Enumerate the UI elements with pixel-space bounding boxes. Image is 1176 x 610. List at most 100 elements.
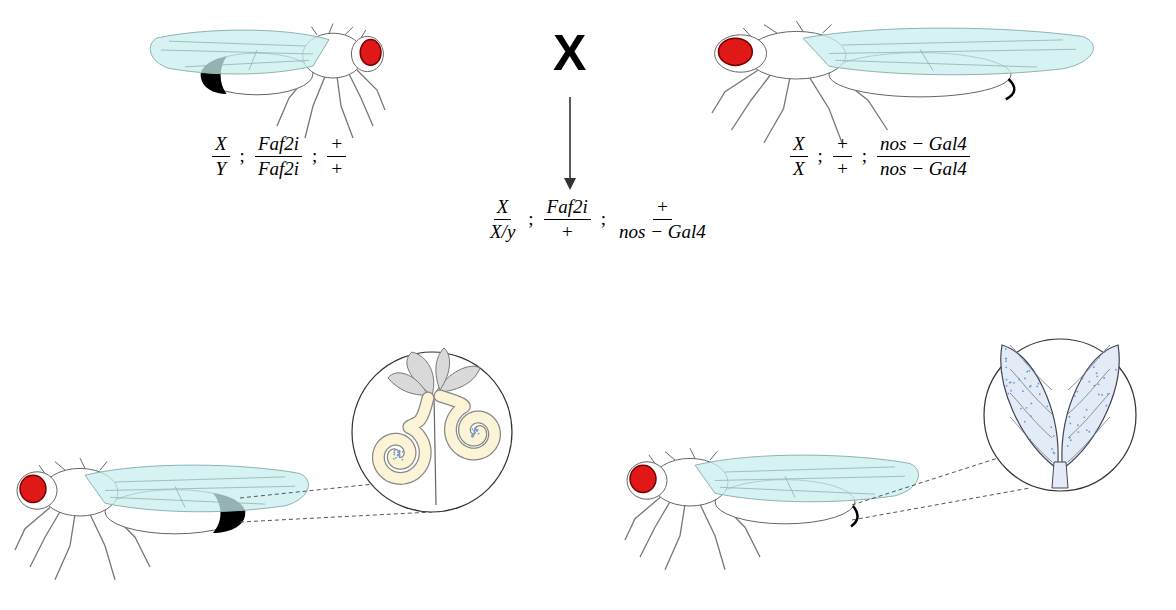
germ-cell xyxy=(1088,431,1090,433)
germ-cell xyxy=(1118,339,1120,341)
germ-cell xyxy=(1016,443,1018,445)
germ-cell xyxy=(1004,417,1006,419)
germ-cell xyxy=(1057,379,1059,381)
germ-cell xyxy=(1016,339,1018,341)
germ-cell xyxy=(999,390,1001,392)
germ-cell xyxy=(1064,375,1066,377)
fly-leg xyxy=(625,498,660,541)
germ-cell xyxy=(1070,439,1072,441)
genotype-fraction: ++ xyxy=(327,133,346,180)
germ-cell xyxy=(1056,393,1058,395)
germ-cell xyxy=(1055,409,1057,411)
germ-cell xyxy=(1054,359,1056,361)
ovariole-line xyxy=(1068,345,1110,390)
germ-cell xyxy=(1088,381,1090,383)
germ-cell xyxy=(1005,358,1007,360)
fly-eye xyxy=(20,475,46,502)
germ-cell xyxy=(1016,344,1018,346)
germ-cell xyxy=(1045,372,1047,374)
germ-cell xyxy=(1032,469,1034,471)
germ-cell xyxy=(1112,433,1114,435)
germ-cell xyxy=(1093,348,1095,350)
germ-cell xyxy=(1007,393,1009,395)
germ-cell xyxy=(1070,396,1072,398)
chromosome-allele: Faf2i xyxy=(255,133,302,157)
germ-cell xyxy=(1013,382,1015,384)
germ-cell xyxy=(1047,404,1049,406)
germ-cell xyxy=(1059,408,1061,410)
chromosome-allele: + xyxy=(833,133,852,157)
germ-cell xyxy=(1098,438,1100,440)
germ-cell xyxy=(1081,339,1083,341)
genotype-fraction: Faf2i+ xyxy=(544,196,591,243)
germ-cell xyxy=(1078,431,1080,433)
chromosome-allele: X xyxy=(212,133,230,157)
cross-arrow-line xyxy=(569,97,571,182)
fly-ovipositor xyxy=(1006,79,1015,99)
germ-cell xyxy=(1011,445,1013,447)
germ-cell xyxy=(1007,440,1009,442)
germ-cell xyxy=(1096,375,1098,377)
germ-cell xyxy=(1013,361,1015,363)
germ-cell xyxy=(1053,451,1055,453)
germ-cell xyxy=(1050,430,1052,432)
germ-cell xyxy=(1092,459,1094,461)
fly xyxy=(150,24,385,138)
wing-vein xyxy=(715,476,905,480)
germ-cell xyxy=(1074,355,1076,357)
germ-cell xyxy=(1022,358,1024,360)
ovary-lobe xyxy=(1001,345,1058,468)
fly-leg xyxy=(337,76,353,138)
germ-cell xyxy=(1010,442,1012,444)
germ-cell xyxy=(1015,339,1017,341)
germ-cell xyxy=(1091,452,1093,454)
chromosome-allele: + xyxy=(558,220,577,243)
fly-bristle xyxy=(690,448,695,458)
wing-vein xyxy=(249,50,257,70)
genotype: XX;++;nos − Gal4nos − Gal4 xyxy=(790,133,970,180)
germ-cell xyxy=(1049,368,1051,370)
germ-cell xyxy=(1083,362,1085,364)
germ-cell xyxy=(1021,420,1023,422)
germ-cell xyxy=(1041,435,1043,437)
germ-cell xyxy=(1005,357,1007,359)
chromosome-allele: Faf2i xyxy=(255,157,302,180)
germ-cell xyxy=(1103,463,1105,465)
germ-cell xyxy=(1071,340,1073,342)
germ-cell xyxy=(393,458,395,460)
germ-cell xyxy=(1008,404,1010,406)
germ-cell xyxy=(1006,397,1008,399)
wing-vein xyxy=(169,41,305,46)
germ-cell xyxy=(1039,393,1041,395)
chromosome-allele: + xyxy=(653,196,672,220)
genotype-fraction: XX/y xyxy=(487,196,518,243)
germ-cell xyxy=(1109,433,1111,435)
genotype-fraction: +nos − Gal4 xyxy=(616,196,709,243)
germ-cell xyxy=(1038,460,1040,462)
wing-vein xyxy=(115,477,285,482)
germ-cell xyxy=(1067,445,1069,447)
fly-leg xyxy=(700,504,725,569)
germ-cell xyxy=(1010,379,1012,381)
germ-cell xyxy=(471,435,473,437)
germ-cell xyxy=(1046,374,1048,376)
germ-cell xyxy=(1036,386,1038,388)
germ-cell xyxy=(1110,413,1112,415)
germ-cell xyxy=(1096,429,1098,431)
germ-cell xyxy=(1005,360,1007,362)
fly-leg xyxy=(665,504,685,569)
genotype-fraction: XY xyxy=(212,133,230,180)
germ-cell xyxy=(1046,405,1048,407)
fly-wing xyxy=(695,455,918,502)
chromosome-separator: ; xyxy=(308,145,321,167)
germ-cell xyxy=(1109,426,1111,428)
chromosome-separator: ; xyxy=(858,145,871,167)
fly-bristle xyxy=(764,25,777,33)
germ-cell xyxy=(1025,433,1027,435)
germ-cell xyxy=(1039,369,1041,371)
germ-cell xyxy=(996,371,998,373)
germ-cell xyxy=(1026,371,1028,373)
germ-cell xyxy=(1030,385,1032,387)
germ-cell xyxy=(995,386,997,388)
